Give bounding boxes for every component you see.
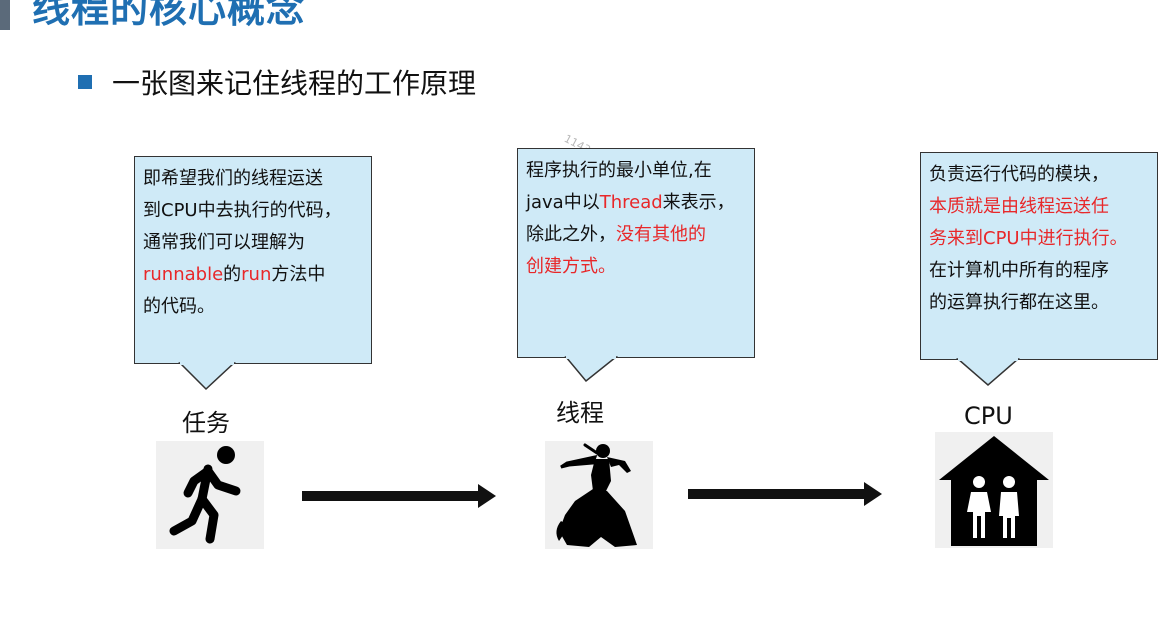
- thread-callout-tail: [556, 355, 626, 385]
- cpu-label: CPU: [964, 402, 1013, 430]
- title-accent-bar: [0, 0, 10, 30]
- task-label: 任务: [182, 403, 230, 438]
- thread-callout-text: java中以: [526, 192, 600, 213]
- task-callout: 即希望我们的线程运送 到CPU中去执行的代码， 通常我们可以理解为 runnab…: [134, 156, 372, 364]
- thread-callout-line: 创建方式。: [526, 251, 746, 283]
- bullet-item: 一张图来记住线程的工作原理: [78, 62, 476, 102]
- thread-callout-line: 除此之外，没有其他的: [526, 219, 746, 251]
- task-callout-tail: [170, 361, 240, 393]
- cpu-callout-line: 在计算机中所有的程序: [929, 255, 1149, 287]
- cpu-callout-line: 的运算执行都在这里。: [929, 287, 1149, 319]
- arrow-task-to-thread: [300, 482, 500, 510]
- house-with-people-icon: [935, 432, 1053, 548]
- task-icon-tile: [156, 441, 264, 549]
- cpu-callout-line: 务来到CPU中进行执行。: [929, 223, 1149, 255]
- thread-callout-text: 除此之外，: [526, 224, 616, 245]
- task-callout-text: 的: [223, 264, 241, 285]
- task-callout-line: 到CPU中去执行的代码，: [143, 195, 363, 227]
- runnable-text: runnable: [143, 264, 223, 285]
- thread-callout-line: 程序执行的最小单位,在: [526, 155, 746, 187]
- page-title: 线程的核心概念: [32, 0, 305, 33]
- run-text: run: [241, 264, 271, 285]
- cpu-icon-tile: [935, 432, 1053, 548]
- arrow-thread-to-cpu: [686, 480, 886, 508]
- cpu-callout: 负责运行代码的模块， 本质就是由线程运送任 务来到CPU中进行执行。 在计算机中…: [920, 152, 1158, 360]
- flamenco-dancer-icon: [545, 441, 653, 549]
- cpu-callout-line: 本质就是由线程运送任: [929, 191, 1149, 223]
- bullet-text: 一张图来记住线程的工作原理: [112, 62, 476, 102]
- thread-icon-tile: [545, 441, 653, 549]
- thread-callout-line: java中以Thread来表示，: [526, 187, 746, 219]
- task-callout-line: 通常我们可以理解为: [143, 227, 363, 259]
- task-callout-line: runnable的run方法中: [143, 259, 363, 291]
- thread-callout: 程序执行的最小单位,在 java中以Thread来表示， 除此之外，没有其他的 …: [517, 148, 755, 358]
- thread-class-text: Thread: [600, 192, 663, 213]
- cpu-callout-tail: [950, 357, 1026, 389]
- running-person-icon: [156, 441, 264, 549]
- task-callout-line: 的代码。: [143, 291, 363, 323]
- thread-callout-red-text: 没有其他的: [616, 224, 706, 245]
- bullet-square-icon: [78, 75, 92, 89]
- task-callout-text: 方法中: [271, 264, 325, 285]
- thread-label: 线程: [556, 393, 604, 428]
- thread-callout-text: 来表示，: [663, 192, 735, 213]
- cpu-callout-line: 负责运行代码的模块，: [929, 159, 1149, 191]
- task-callout-line: 即希望我们的线程运送: [143, 163, 363, 195]
